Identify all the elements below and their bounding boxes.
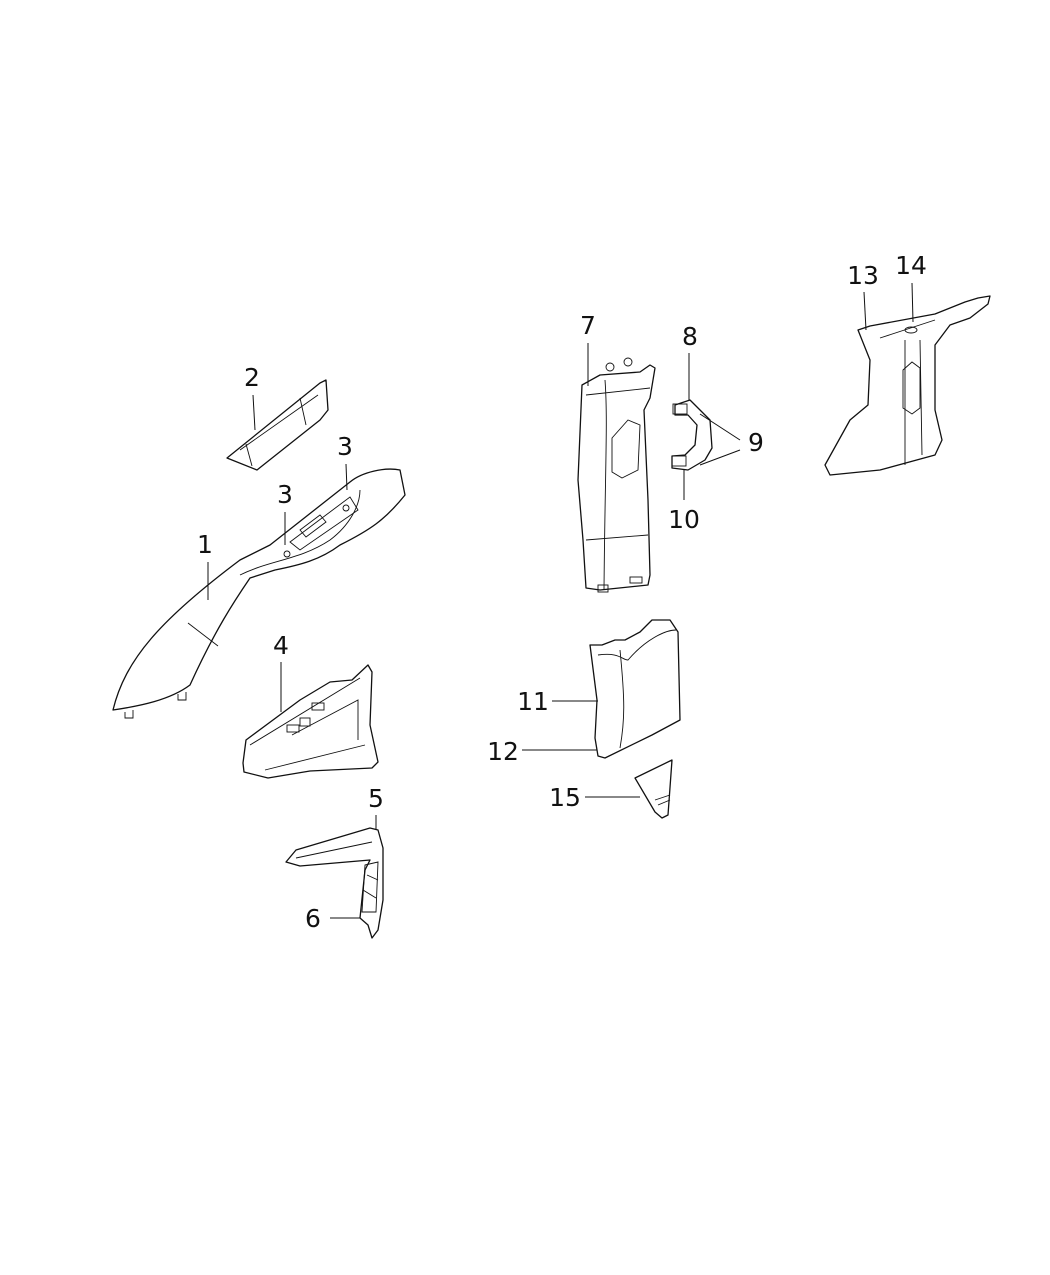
callout-5: 5 (368, 784, 384, 813)
callout-15: 15 (549, 783, 581, 812)
part-5-trim-piece (285, 827, 384, 939)
callout-3: 3 (337, 432, 353, 461)
part-2-pillar-cap (226, 379, 329, 471)
leader-line-9 (699, 413, 741, 441)
part-4-bracket (242, 664, 379, 779)
part-13-c-pillar-trim (824, 295, 991, 476)
callout-13: 13 (847, 261, 879, 290)
leader-line-9 (699, 449, 741, 466)
leader-line-13 (863, 291, 867, 331)
callout-6: 6 (305, 904, 321, 933)
callout-11: 11 (517, 687, 549, 716)
callout-12: 12 (487, 737, 519, 766)
part-15-small-cap (634, 759, 673, 819)
callout-9: 9 (748, 428, 764, 457)
leader-line-3 (345, 463, 348, 491)
callout-4: 4 (273, 631, 289, 660)
part-1-a-pillar-trim (112, 468, 406, 719)
leader-lines (207, 282, 914, 919)
callout-3: 3 (277, 480, 293, 509)
callout-1: 1 (197, 530, 213, 559)
part-8-grab-handle (671, 399, 713, 471)
callout-2: 2 (244, 363, 260, 392)
callout-14: 14 (895, 251, 927, 280)
callout-7: 7 (580, 311, 596, 340)
part-7-b-pillar-upper (577, 357, 656, 593)
callout-8: 8 (682, 322, 698, 351)
part-11-lower-cover (589, 619, 681, 759)
callout-10: 10 (668, 505, 700, 534)
leader-line-14 (911, 282, 914, 323)
leader-line-2 (252, 394, 256, 431)
